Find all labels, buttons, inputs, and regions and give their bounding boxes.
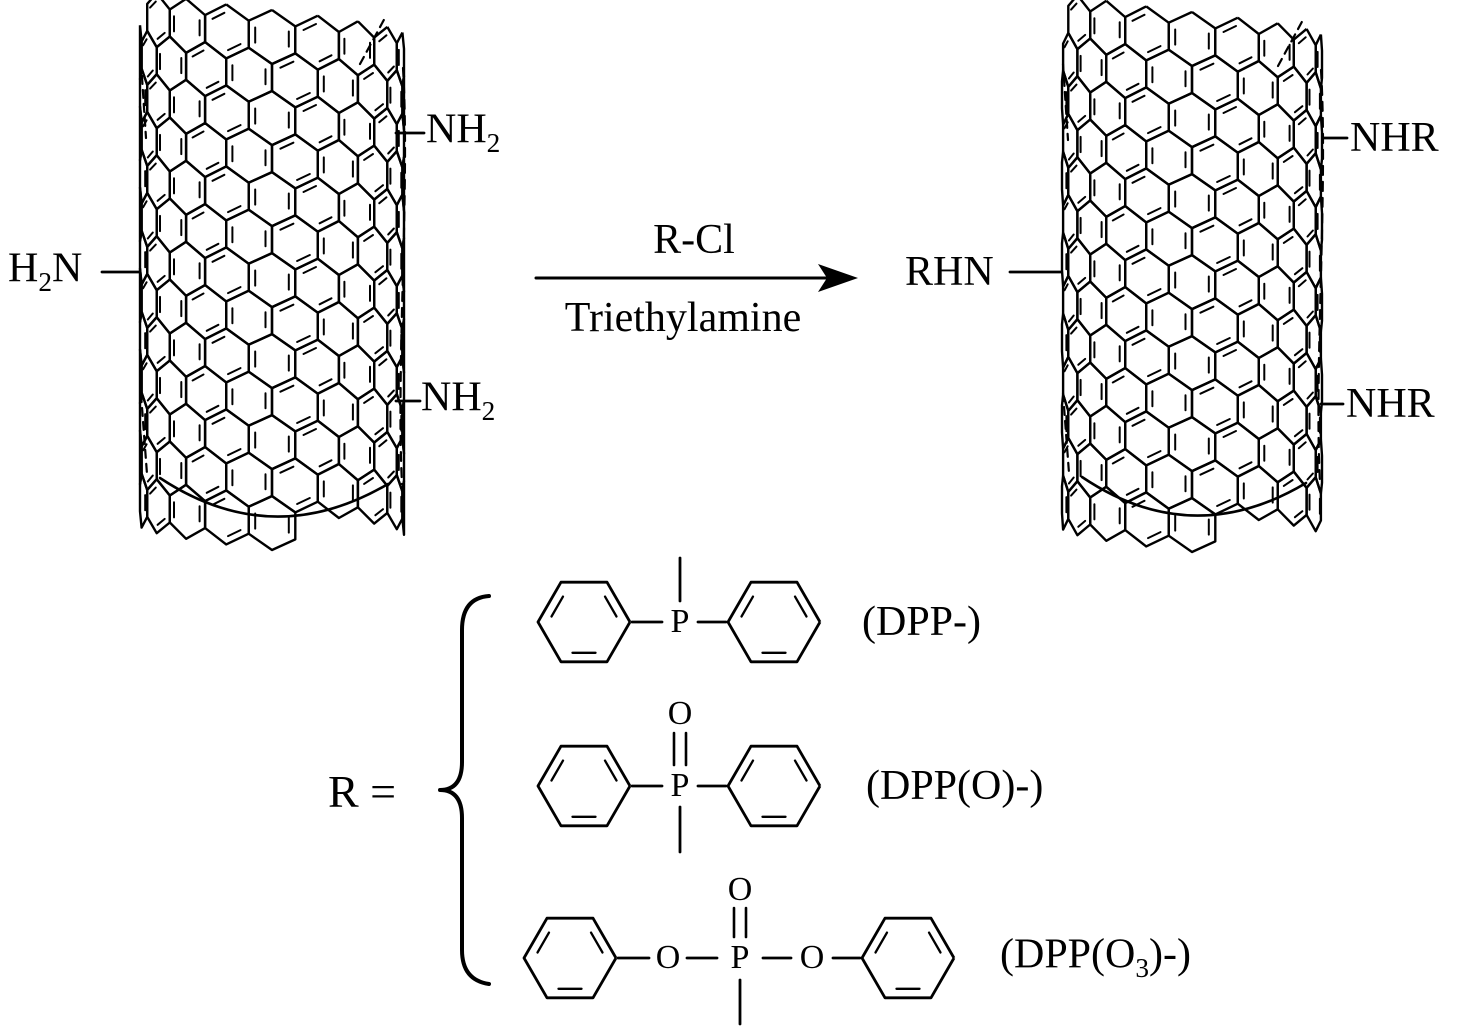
dppo-name-label: (DPP(O)-): [866, 763, 1044, 809]
reagent-above-arrow: R-Cl: [653, 217, 735, 263]
r-group-structures: [522, 556, 956, 1026]
right-nanotube-drawing: [1060, 0, 1325, 554]
right-tube-nhr-bottom-label: NHR: [1346, 381, 1435, 427]
oxygen-atom-left-dppo3: O: [655, 939, 681, 976]
oxygen-atom-right-dppo3: O: [799, 939, 825, 976]
reaction-arrow: [534, 264, 858, 292]
dpp-name-label: (DPP-): [862, 599, 982, 645]
oxygen-atom-dppo: O: [667, 695, 693, 732]
left-tube-nh2-bottom-label: NH2: [421, 374, 496, 427]
r-equals-label: R =: [328, 766, 397, 817]
left-tube-h2n-label: H2N: [8, 245, 83, 298]
right-tube-nhr-top-label: NHR: [1350, 115, 1439, 161]
left-tube-nh2-top-label: NH2: [426, 106, 501, 159]
left-nanotube-drawing: [138, 0, 407, 552]
phosphorus-atom-dppo: P: [670, 767, 690, 804]
reagent-below-arrow: Triethylamine: [564, 295, 802, 341]
curly-brace: [438, 594, 491, 986]
dppo3-name-label: (DPP(O3)-): [1000, 931, 1191, 984]
phosphorus-atom-dppo3: P: [730, 939, 750, 976]
right-tube-rhn-label: RHN: [905, 249, 994, 295]
bond-connector-lines: [100, 131, 1349, 406]
phosphorus-atom-dpp: P: [670, 603, 690, 640]
oxygen-atom-double-dppo3: O: [727, 871, 753, 908]
